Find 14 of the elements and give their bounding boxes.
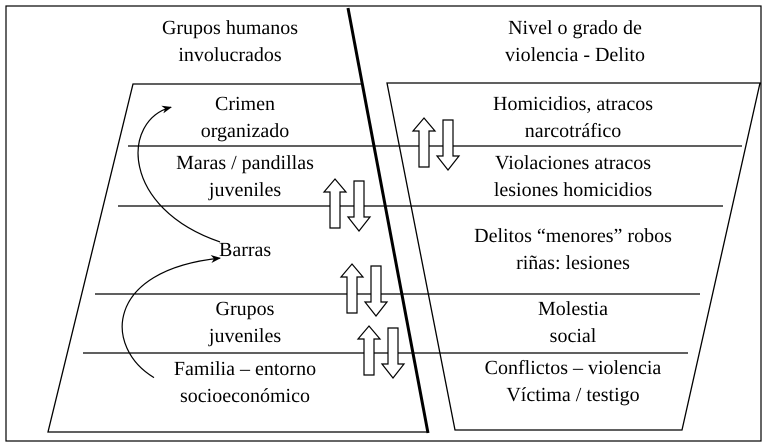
tier-label: Homicidios, atracos narcotráfico — [470, 91, 676, 145]
tier-label: Violaciones atracos lesiones homicidios — [468, 150, 678, 204]
tier-label: Grupos juveniles — [188, 296, 302, 350]
tier-label: Molestia social — [523, 296, 623, 350]
tier-label: Conflictos – violencia Víctima / testigo — [460, 355, 686, 409]
column-heading: Nivel o grado de violencia - Delito — [504, 16, 646, 68]
tier-label: Familia – entorno socioeconómico — [153, 356, 337, 410]
curved-arrow — [138, 106, 220, 242]
column-heading: Grupos humanos involucrados — [160, 16, 300, 68]
tier-label: Barras — [219, 236, 272, 264]
tier-label: Delitos “menores” robos riñas: lesiones — [473, 223, 673, 277]
tier-label: Maras / pandillas juveniles — [158, 150, 332, 204]
curved-arrow — [122, 256, 221, 378]
tier-label: Crimen organizado — [170, 91, 320, 145]
